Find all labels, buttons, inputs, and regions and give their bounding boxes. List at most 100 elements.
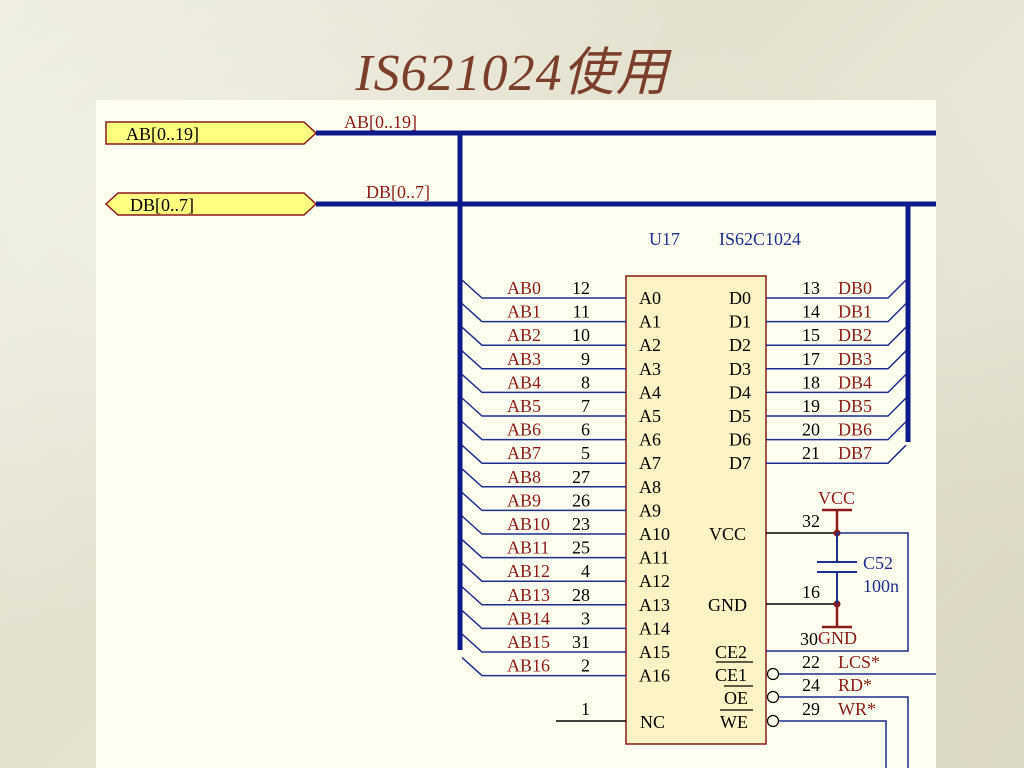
data-wire: [766, 397, 907, 417]
address-wire: [461, 491, 626, 512]
address-pin-name: A6: [639, 430, 661, 450]
capacitor-value: 100n: [863, 576, 899, 596]
oe-pin: OE 24 RD*: [724, 675, 909, 768]
data-pin-number: 18: [802, 372, 820, 392]
address-pin-name: A1: [639, 312, 661, 332]
address-pin-name: A15: [639, 642, 670, 662]
data-net-label: DB2: [838, 325, 872, 345]
address-pin-name: A9: [639, 500, 661, 520]
address-net-label: AB4: [507, 372, 541, 392]
address-wire: [461, 397, 626, 417]
decoupling-circuit: [822, 508, 852, 629]
chip-designator: U17: [649, 229, 680, 249]
address-pin-number: 7: [581, 396, 590, 416]
address-wire: [461, 303, 626, 323]
data-net-label: DB5: [838, 396, 872, 416]
address-net-label: AB12: [507, 561, 550, 581]
address-pin-name: A4: [639, 382, 661, 402]
address-pin-name: A8: [639, 477, 661, 497]
data-net-label: DB3: [838, 349, 872, 369]
gnd-pin: GND 16: [708, 582, 836, 615]
schematic-svg: AB[0..19] DB[0..7] AB[0..19] DB[0..7] U1…: [104, 112, 936, 768]
chip-part-name: IS62C1024: [719, 229, 801, 249]
address-net-label: AB10: [507, 514, 550, 534]
data-pin-number: 21: [802, 443, 820, 463]
address-pin-name: A2: [639, 335, 661, 355]
data-wire: [766, 350, 907, 370]
vcc-pin-number: 32: [802, 511, 820, 531]
port-db-label: DB[0..7]: [130, 195, 194, 215]
ce2-pin-name: CE2: [715, 642, 747, 662]
data-pin-name: D6: [729, 430, 751, 450]
address-pin-number: 25: [572, 538, 590, 558]
address-pin-number: 3: [581, 608, 590, 628]
oe-pin-name: OE: [724, 688, 748, 708]
ce2-pin-number: 30: [800, 629, 818, 649]
we-pin: WE 29 WR*: [720, 699, 887, 768]
address-pin-name: A3: [639, 359, 661, 379]
address-pin-number: 27: [572, 467, 590, 487]
address-pin-name: A0: [639, 288, 661, 308]
capacitor-c52: [817, 533, 857, 604]
db-bus-label: DB[0..7]: [366, 182, 430, 202]
data-net-label: DB6: [838, 420, 872, 440]
address-wire: [461, 279, 626, 299]
port-ab[interactable]: AB[0..19]: [105, 121, 318, 145]
address-net-label: AB15: [507, 632, 550, 652]
address-pin-number: 28: [572, 585, 590, 605]
address-wire: [461, 444, 626, 464]
address-wire: [461, 373, 626, 394]
address-pin-number: 4: [581, 561, 590, 581]
address-pin-number: 5: [581, 443, 590, 463]
address-wire: [461, 657, 626, 677]
data-pin-name: D5: [729, 406, 751, 426]
address-net-label: AB0: [507, 278, 541, 298]
data-pin-number: 17: [802, 349, 820, 369]
address-net-label: AB3: [507, 349, 541, 369]
bus-lines: [316, 130, 936, 650]
chip-body: [625, 275, 767, 745]
address-pin-number: 6: [581, 420, 590, 440]
address-pin-number: 23: [572, 514, 590, 534]
address-net-label: AB13: [507, 585, 550, 605]
data-pin-name: D7: [729, 453, 751, 473]
address-wire: [461, 562, 626, 582]
address-pin-number: 31: [572, 632, 590, 652]
address-pin-name: A11: [639, 548, 669, 568]
port-ab-label: AB[0..19]: [126, 124, 199, 144]
address-wire: [461, 350, 626, 370]
address-pin-name: A16: [639, 666, 670, 686]
ab-bus-label: AB[0..19]: [344, 112, 417, 132]
address-net-label: AB11: [507, 538, 549, 558]
gnd-power-label: GND: [818, 628, 857, 648]
port-db[interactable]: DB[0..7]: [104, 192, 318, 216]
gnd-pin-name: GND: [708, 595, 747, 615]
data-wire: [766, 444, 907, 464]
oe-net-label: RD*: [838, 675, 872, 695]
data-net-label: DB1: [838, 302, 872, 322]
ce2-pin: CE2 30: [715, 532, 909, 662]
address-wire: [461, 515, 626, 535]
address-net-label: AB8: [507, 467, 541, 487]
ce1-pin: CE1 22 LCS*: [715, 652, 936, 685]
address-net-label: AB2: [507, 325, 541, 345]
data-pin-name: D1: [729, 312, 751, 332]
data-wire: [766, 421, 907, 441]
